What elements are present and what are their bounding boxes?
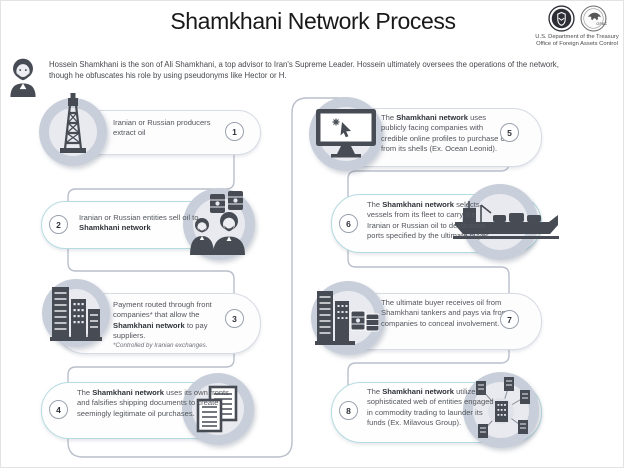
ofac-seal-label: OFAC	[596, 22, 608, 26]
ofac-seal-icon	[580, 5, 606, 32]
step-number: 1	[225, 122, 244, 141]
step-text: Payment routed through front companies* …	[113, 300, 212, 341]
step-number: 6	[339, 214, 358, 233]
oil-traders-icon	[190, 191, 245, 255]
step-number: 5	[500, 123, 519, 142]
step-text: Iranian or Russian producers extract oil	[113, 118, 211, 138]
treasury-seal-icon	[547, 5, 575, 32]
tanker-ship-icon	[453, 201, 559, 239]
step-number: 8	[339, 401, 358, 420]
agency-seals: U.S. Department of the Treasury Office o…	[534, 5, 620, 48]
step-text: The Shamkhani network selects vessels fr…	[367, 200, 491, 241]
step-footnote: *Controlled by Iranian exchanges.	[113, 342, 208, 349]
step-number: 7	[500, 310, 519, 329]
step-text: The Shamkhani network uses its own front…	[77, 388, 229, 418]
entity-network-icon	[476, 377, 530, 438]
hossein-avatar-icon	[10, 58, 36, 97]
page-title: Shamkhani Network Process	[170, 8, 456, 34]
step-text: Iranian or Russian entities sell oil to …	[79, 213, 199, 233]
step-number: 3	[225, 309, 244, 328]
step-number: 4	[49, 400, 68, 419]
step-text: The Shamkhani network utilizes a sophist…	[367, 387, 494, 428]
computer-monitor-icon	[316, 109, 376, 158]
shipping-documents-icon	[196, 385, 238, 433]
buyer-buildings-icon	[315, 291, 379, 345]
intro-text: Hossein Shamkhani is the son of Ali Sham…	[49, 60, 559, 80]
seal-caption: U.S. Department of the Treasury Office o…	[535, 34, 619, 47]
oil-derrick-icon	[60, 93, 86, 153]
front-companies-icon	[50, 287, 102, 341]
step-text: The ultimate buyer receives oil from Sha…	[381, 298, 509, 328]
step-text: The Shamkhani network uses publicly faci…	[381, 113, 509, 154]
step-number: 2	[49, 215, 68, 234]
